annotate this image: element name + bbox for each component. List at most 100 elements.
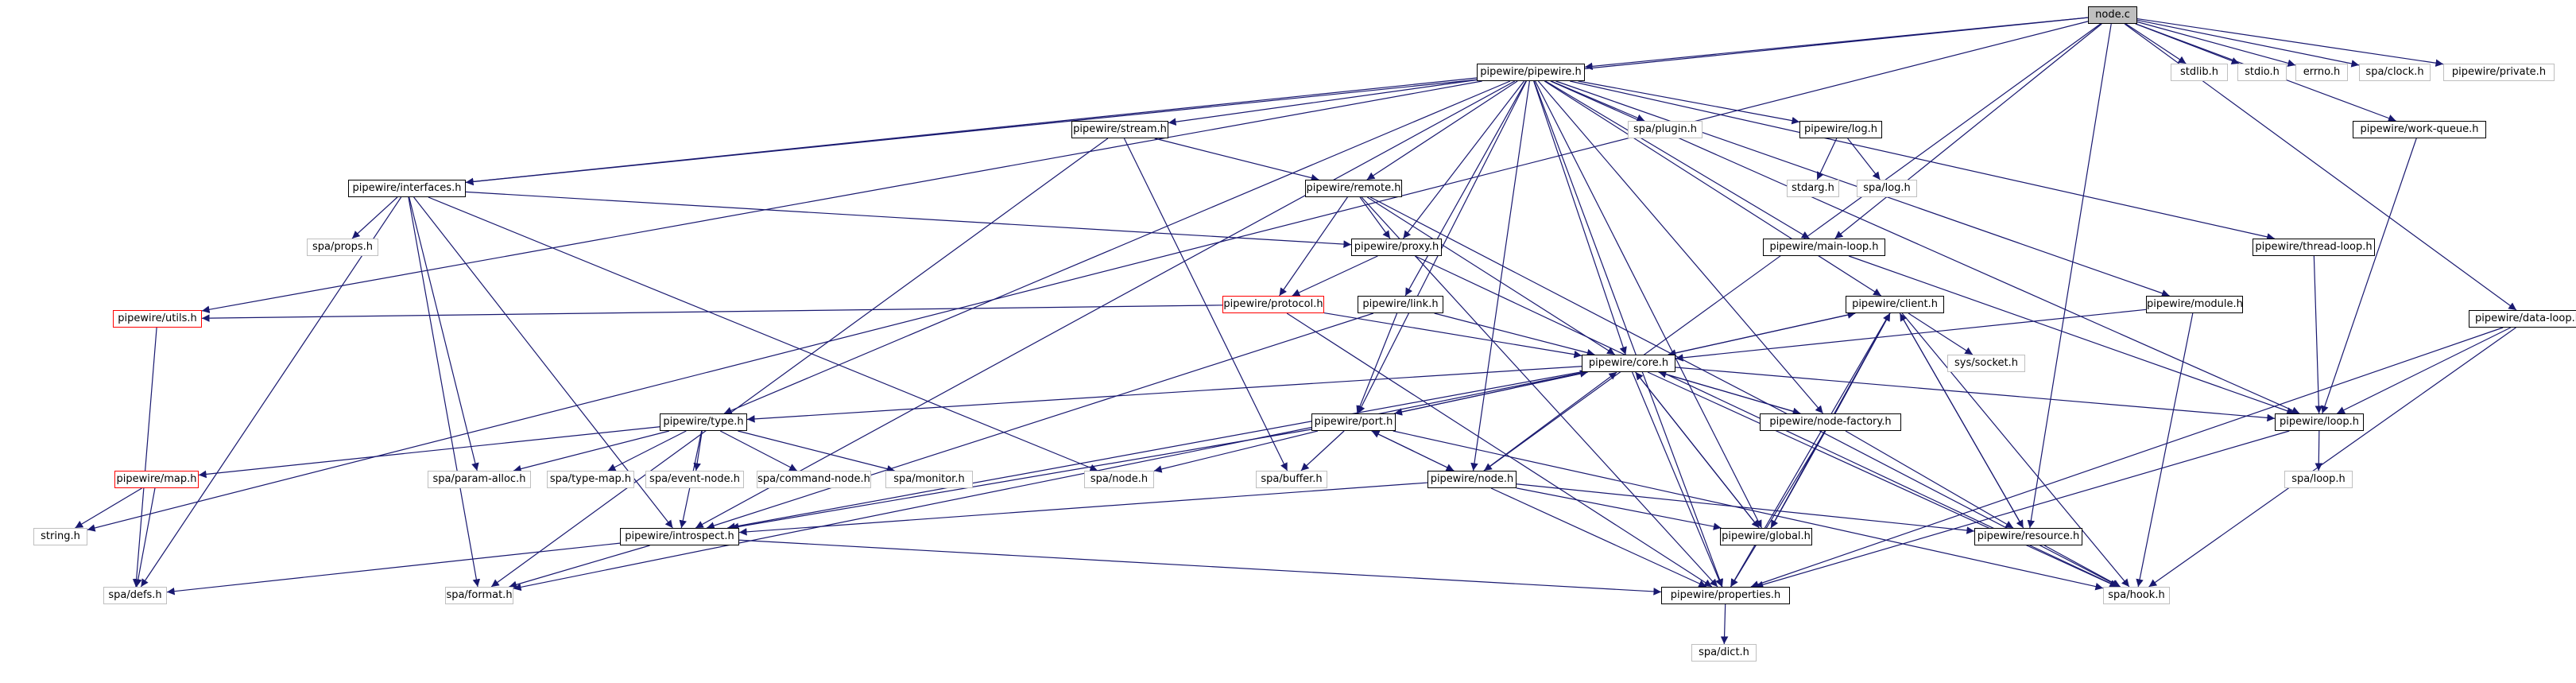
edge-pw-type-to-spa-monitor — [738, 430, 895, 473]
node-spa-dict: spa/dict.h — [1691, 644, 1757, 662]
edge-pw-remote-to-pw-proxy — [1359, 196, 1391, 239]
node-pw-private: pipewire/private.h — [2443, 64, 2555, 81]
edge-pw-pipewire-to-pw-utils — [201, 80, 1482, 313]
node-pw-protocol[interactable]: pipewire/protocol.h — [1222, 296, 1324, 313]
node-pw-log[interactable]: pipewire/log.h — [1799, 121, 1882, 138]
node-pw-global[interactable]: pipewire/global.h — [1720, 528, 1812, 545]
edge-pw-core-to-spa-format — [513, 371, 1586, 592]
edge-pw-port-to-spa-buffer — [1300, 430, 1345, 472]
edge-pw-thread-loop-to-pw-loop — [2313, 255, 2323, 414]
node-pw-data-loop[interactable]: pipewire/data-loop.h — [2469, 310, 2576, 328]
edge-node-c-to-pw-resource — [2027, 23, 2112, 529]
node-pw-client[interactable]: pipewire/client.h — [1846, 296, 1944, 313]
edge-pw-node-factory-to-pw-properties — [1730, 430, 1826, 588]
edge-pw-data-loop-to-pw-loop — [2336, 327, 2512, 414]
edge-pw-stream-to-spa-format — [490, 138, 1109, 588]
edge-pw-pipewire-to-pw-interfaces — [465, 77, 1478, 186]
edge-pw-interfaces-to-spa-defs — [140, 196, 402, 588]
edge-pw-pipewire-to-pw-global — [1535, 80, 1762, 529]
node-pw-proxy[interactable]: pipewire/proxy.h — [1351, 239, 1442, 256]
edge-pw-pipewire-to-pw-main-loop — [1545, 80, 1810, 239]
edge-pw-main-loop-to-pw-loop — [1848, 255, 2295, 415]
edge-pw-core-to-pw-type — [746, 366, 1582, 423]
edge-pw-pipewire-to-pw-stream — [1168, 79, 1478, 126]
node-spa-command-node: spa/command-node.h — [757, 471, 871, 488]
node-pw-loop[interactable]: pipewire/loop.h — [2275, 413, 2364, 431]
node-spa-monitor: spa/monitor.h — [885, 471, 973, 488]
node-pw-core[interactable]: pipewire/core.h — [1582, 355, 1675, 372]
node-pw-properties[interactable]: pipewire/properties.h — [1661, 587, 1790, 604]
node-spa-param-alloc: spa/param-alloc.h — [428, 471, 531, 488]
node-pw-utils[interactable]: pipewire/utils.h — [113, 310, 202, 328]
node-pw-module[interactable]: pipewire/module.h — [2146, 296, 2243, 313]
edge-pw-type-to-spa-event-node — [693, 430, 703, 472]
edge-pw-pipewire-to-pw-log — [1578, 80, 1800, 125]
edge-pw-pipewire-to-spa-plugin — [1551, 80, 1645, 122]
node-pw-work-queue[interactable]: pipewire/work-queue.h — [2353, 121, 2486, 138]
node-spa-clock: spa/clock.h — [2359, 64, 2431, 81]
node-stdarg: stdarg.h — [1787, 180, 1839, 197]
edge-pw-link-to-pw-introspect — [706, 312, 1374, 530]
edge-pw-properties-to-spa-dict — [1720, 603, 1729, 645]
node-pw-node-factory[interactable]: pipewire/node-factory.h — [1760, 413, 1901, 431]
node-pw-interfaces[interactable]: pipewire/interfaces.h — [348, 180, 466, 197]
edge-pw-pipewire-to-pw-type — [723, 80, 1511, 414]
node-pw-resource[interactable]: pipewire/resource.h — [1974, 528, 2082, 545]
edge-node-c-to-stdlib — [2125, 23, 2187, 64]
edge-pw-resource-to-spa-hook — [2043, 545, 2121, 588]
node-spa-props: spa/props.h — [307, 239, 378, 256]
edge-pw-port-to-pw-core — [1394, 370, 1588, 414]
edge-pw-interfaces-to-spa-node — [428, 196, 1098, 472]
edge-pw-pipewire-to-pw-node-factory — [1537, 80, 1824, 414]
edge-pw-pipewire-to-pw-introspect — [695, 80, 1516, 529]
edge-pw-port-to-spa-node — [1153, 430, 1319, 473]
edge-pw-pipewire-to-pw-remote — [1366, 80, 1518, 180]
edge-pw-pipewire-to-pw-client — [1544, 80, 1882, 297]
edge-pw-node-factory-to-pw-core — [1658, 371, 1801, 414]
edge-pw-pipewire-to-pw-port — [1358, 80, 1527, 414]
edge-pw-map-to-spa-defs — [134, 487, 156, 588]
edge-pw-node-to-pw-port — [1371, 430, 1455, 472]
edge-pw-remote-to-spa-hook — [1369, 196, 2121, 588]
edge-pw-remote-to-pw-core — [1366, 196, 1616, 355]
node-spa-buffer: spa/buffer.h — [1256, 471, 1327, 488]
node-pw-port[interactable]: pipewire/port.h — [1311, 413, 1396, 431]
edge-pw-link-to-pw-core — [1434, 312, 1595, 357]
edge-pw-map-to-string — [75, 487, 142, 529]
edge-pw-interfaces-to-pw-proxy — [465, 191, 1352, 248]
node-pw-introspect[interactable]: pipewire/introspect.h — [620, 528, 739, 545]
edge-node-c-to-spa-clock — [2136, 19, 2360, 68]
edge-node-c-to-pw-private — [2136, 17, 2444, 67]
edge-pw-core-to-pw-loop — [1675, 367, 2276, 422]
node-pw-pipewire[interactable]: pipewire/pipewire.h — [1477, 64, 1585, 81]
edge-pw-protocol-to-pw-utils — [201, 305, 1223, 322]
edge-pw-introspect-to-spa-format — [509, 545, 650, 588]
edge-pw-module-to-spa-hook — [2136, 312, 2194, 588]
node-spa-node: spa/node.h — [1084, 471, 1154, 488]
node-pw-map[interactable]: pipewire/map.h — [114, 471, 199, 488]
node-pw-main-loop[interactable]: pipewire/main-loop.h — [1763, 239, 1885, 256]
edge-pw-core-to-pw-properties — [1632, 371, 1723, 588]
edge-pw-remote-to-pw-protocol — [1279, 196, 1348, 297]
node-pw-stream[interactable]: pipewire/stream.h — [1071, 121, 1168, 138]
edge-pw-loop-to-pw-properties — [1755, 430, 2290, 588]
edge-pw-node-to-pw-global — [1516, 487, 1722, 530]
edge-pw-node-to-pw-resource — [1516, 483, 1975, 534]
edge-pw-loop-to-spa-loop — [2315, 430, 2323, 472]
edge-node-c-to-string — [87, 21, 2089, 532]
node-pw-link[interactable]: pipewire/link.h — [1358, 296, 1443, 313]
edge-pw-interfaces-to-spa-param-alloc — [409, 196, 479, 472]
node-pw-node[interactable]: pipewire/node.h — [1427, 471, 1517, 488]
edge-pw-type-to-spa-type-map — [607, 430, 687, 472]
node-pw-type[interactable]: pipewire/type.h — [660, 413, 747, 431]
node-pw-remote[interactable]: pipewire/remote.h — [1305, 180, 1402, 197]
node-spa-defs: spa/defs.h — [103, 587, 167, 604]
edge-pw-proxy-to-pw-protocol — [1292, 255, 1378, 297]
edge-pw-pipewire-to-pw-core — [1533, 80, 1627, 355]
node-pw-thread-loop[interactable]: pipewire/thread-loop.h — [2253, 239, 2375, 256]
edge-pw-global-to-pw-core — [1635, 371, 1760, 529]
edge-pw-resource-to-pw-client — [1899, 312, 2024, 529]
edge-pw-node-to-pw-introspect — [738, 482, 1428, 536]
edge-node-c-to-pw-main-loop — [1834, 23, 2102, 239]
